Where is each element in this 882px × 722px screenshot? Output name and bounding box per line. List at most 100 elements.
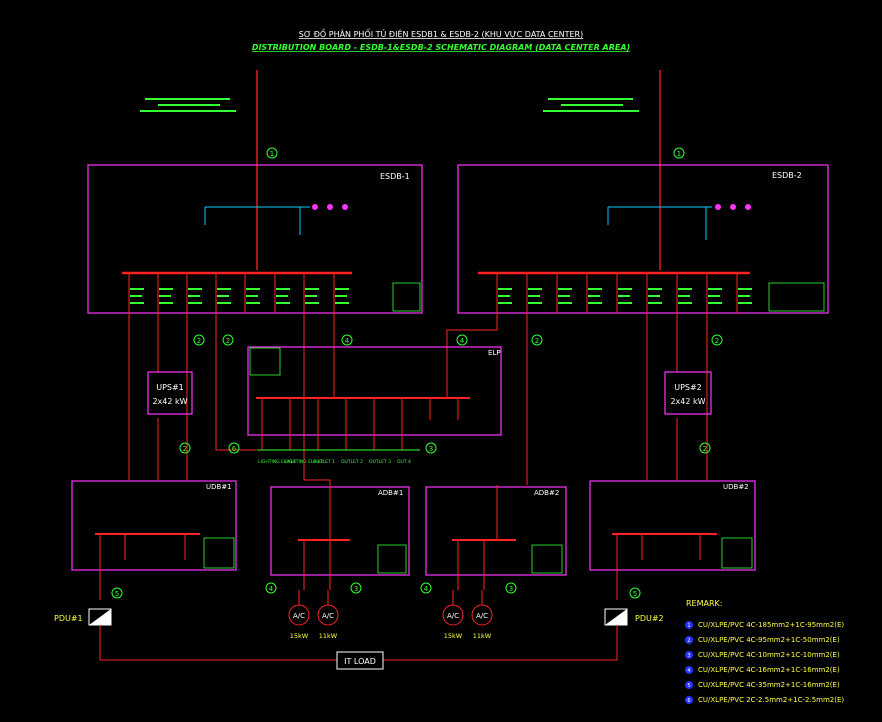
panel-adb1 [270, 486, 410, 576]
elp-outlet-label: OUTLET 1 [313, 459, 335, 465]
ac-unit-rating: 11kW [473, 632, 492, 640]
udb1-info-box [203, 537, 235, 569]
cable-tag: 1 [673, 147, 685, 159]
ups2-rating: 2x42 kW [670, 397, 705, 406]
svg-text:2: 2 [183, 445, 187, 453]
svg-text:1: 1 [677, 150, 681, 158]
svg-text:CU/XLPE/PVC 4C-185mm2+1C-95mm: CU/XLPE/PVC 4C-185mm2+1C-95mm2(E) [698, 621, 844, 629]
cable-tag: 3 [505, 582, 517, 594]
pdu2-label: PDU#2 [635, 614, 664, 623]
cable-tag: 4 [341, 334, 353, 346]
svg-text:CU/XLPE/PVC 4C-10mm2+1C-10mm2: CU/XLPE/PVC 4C-10mm2+1C-10mm2(E) [698, 651, 840, 659]
ac-units: A/C A/C A/C A/C 15kW 11kW 15kW 11kW [288, 590, 493, 640]
svg-text:CU/XLPE/PVC 4C-95mm2+1C-50mm2: CU/XLPE/PVC 4C-95mm2+1C-50mm2(E) [698, 636, 840, 644]
remark-item: 6 CU/XLPE/PVC 2C-2.5mm2+1C-2.5mm2(E) [685, 696, 844, 704]
panel-udb1-label: UDB#1 [206, 483, 232, 491]
panel-adb2-label: ADB#2 [534, 489, 559, 497]
title-vietnamese: SƠ ĐỒ PHÂN PHỐI TỦ ĐIỆN ESDB1 & ESDB-2 (… [299, 27, 583, 40]
cable-tag: 2 [531, 334, 543, 346]
udb2-info-box [721, 537, 753, 569]
ups1-rating: 2x42 kW [152, 397, 187, 406]
svg-text:2: 2 [715, 337, 719, 345]
svg-text:4: 4 [687, 668, 690, 674]
ac-unit [471, 590, 493, 626]
svg-text:6: 6 [232, 445, 237, 453]
panel-esdb1-label: ESDB-1 [380, 172, 410, 181]
esdb2-info-box [768, 282, 825, 312]
title-english: DISTRIBUTION BOARD - ESDB-1&ESDB-2 SCHEM… [252, 43, 630, 52]
svg-text:3: 3 [687, 653, 690, 659]
svg-text:5: 5 [687, 683, 690, 689]
panel-esdb1 [87, 164, 423, 314]
pdu1-label: PDU#1 [54, 614, 83, 623]
cable-tag: 3 [350, 582, 362, 594]
svg-text:2: 2 [535, 337, 539, 345]
svg-text:4: 4 [269, 585, 274, 593]
svg-text:2: 2 [703, 445, 707, 453]
it-load-wiring [99, 625, 618, 661]
esdb1-breaker-labels [130, 288, 349, 304]
svg-text:4: 4 [345, 337, 350, 345]
it-load-box [336, 651, 384, 670]
incoming-feeders [256, 70, 661, 270]
elp-outlet-label: OUTLET 2 [341, 459, 363, 465]
cable-tag: 2 [711, 334, 723, 346]
cable-tag: 3 [425, 442, 437, 454]
remark-item: 5 CU/XLPE/PVC 4C-35mm2+1C-16mm2(E) [685, 681, 840, 689]
cable-tag: 4 [420, 582, 432, 594]
svg-text:2: 2 [197, 337, 201, 345]
ac-unit [288, 590, 310, 626]
svg-text:4: 4 [460, 337, 465, 345]
ac-unit [317, 590, 339, 626]
svg-text:2: 2 [226, 337, 230, 345]
esdb2-outgoing [496, 273, 738, 313]
esdb-indicator-lamps [312, 204, 751, 210]
svg-text:1: 1 [687, 623, 690, 629]
svg-text:CU/XLPE/PVC 4C-35mm2+1C-16mm2: CU/XLPE/PVC 4C-35mm2+1C-16mm2(E) [698, 681, 840, 689]
elp-outlet-label: LIGHTING ELP-L2 [285, 459, 323, 465]
cable-tag: 1 [266, 147, 278, 159]
udb-lines [99, 534, 701, 600]
ac-unit-label: A/C [447, 612, 459, 620]
cable-tag: 2 [699, 442, 711, 454]
panel-elp-label: ELP [488, 349, 501, 357]
svg-text:5: 5 [633, 590, 637, 598]
svg-text:6: 6 [687, 698, 690, 704]
ac-unit-label: A/C [293, 612, 305, 620]
esdb1-info-box [392, 282, 421, 312]
svg-text:CU/XLPE/PVC 2C-2.5mm2+1C-2.5m: CU/XLPE/PVC 2C-2.5mm2+1C-2.5mm2(E) [698, 696, 844, 704]
ac-unit-rating: 15kW [290, 632, 309, 640]
svg-text:CU/XLPE/PVC 4C-16mm2+1C-16mm2: CU/XLPE/PVC 4C-16mm2+1C-16mm2(E) [698, 666, 840, 674]
cable-tag: 5 [629, 587, 641, 599]
panel-esdb2 [457, 164, 829, 314]
cable-tag: 4 [265, 582, 277, 594]
panel-adb2 [425, 486, 567, 576]
elp-outlet-labels: LIGHTING ELP-L1 LIGHTING ELP-L2 OUTLET 1… [258, 459, 411, 465]
cable-tag: 2 [193, 334, 205, 346]
svg-text:1: 1 [270, 150, 274, 158]
ac-unit-rating: 11kW [319, 632, 338, 640]
elp-branches [261, 350, 459, 450]
remark-item: 3 CU/XLPE/PVC 4C-10mm2+1C-10mm2(E) [685, 651, 840, 659]
cable-tag: 2 [179, 442, 191, 454]
pdu1 [88, 608, 112, 626]
elp-info-box [249, 347, 281, 376]
elp-outlet-label: OUTLET 3 [369, 459, 391, 465]
remark-item: 1 CU/XLPE/PVC 4C-185mm2+1C-95mm2(E) [685, 621, 844, 629]
svg-text:3: 3 [509, 585, 513, 593]
svg-text:5: 5 [115, 590, 119, 598]
ups1-name: UPS#1 [156, 383, 184, 392]
panel-udb1 [71, 480, 237, 571]
adb1-info-box [377, 544, 407, 574]
cable-tag: 5 [111, 587, 123, 599]
elp-outlet-label: OUT 4 [397, 459, 411, 465]
cable-tag: 6 [228, 442, 240, 454]
svg-text:4: 4 [424, 585, 429, 593]
panel-esdb2-label: ESDB-2 [772, 171, 802, 180]
pdu2 [604, 608, 628, 626]
ups2-name: UPS#2 [674, 383, 702, 392]
adb2-info-box [531, 544, 563, 574]
ac-unit [442, 590, 464, 626]
